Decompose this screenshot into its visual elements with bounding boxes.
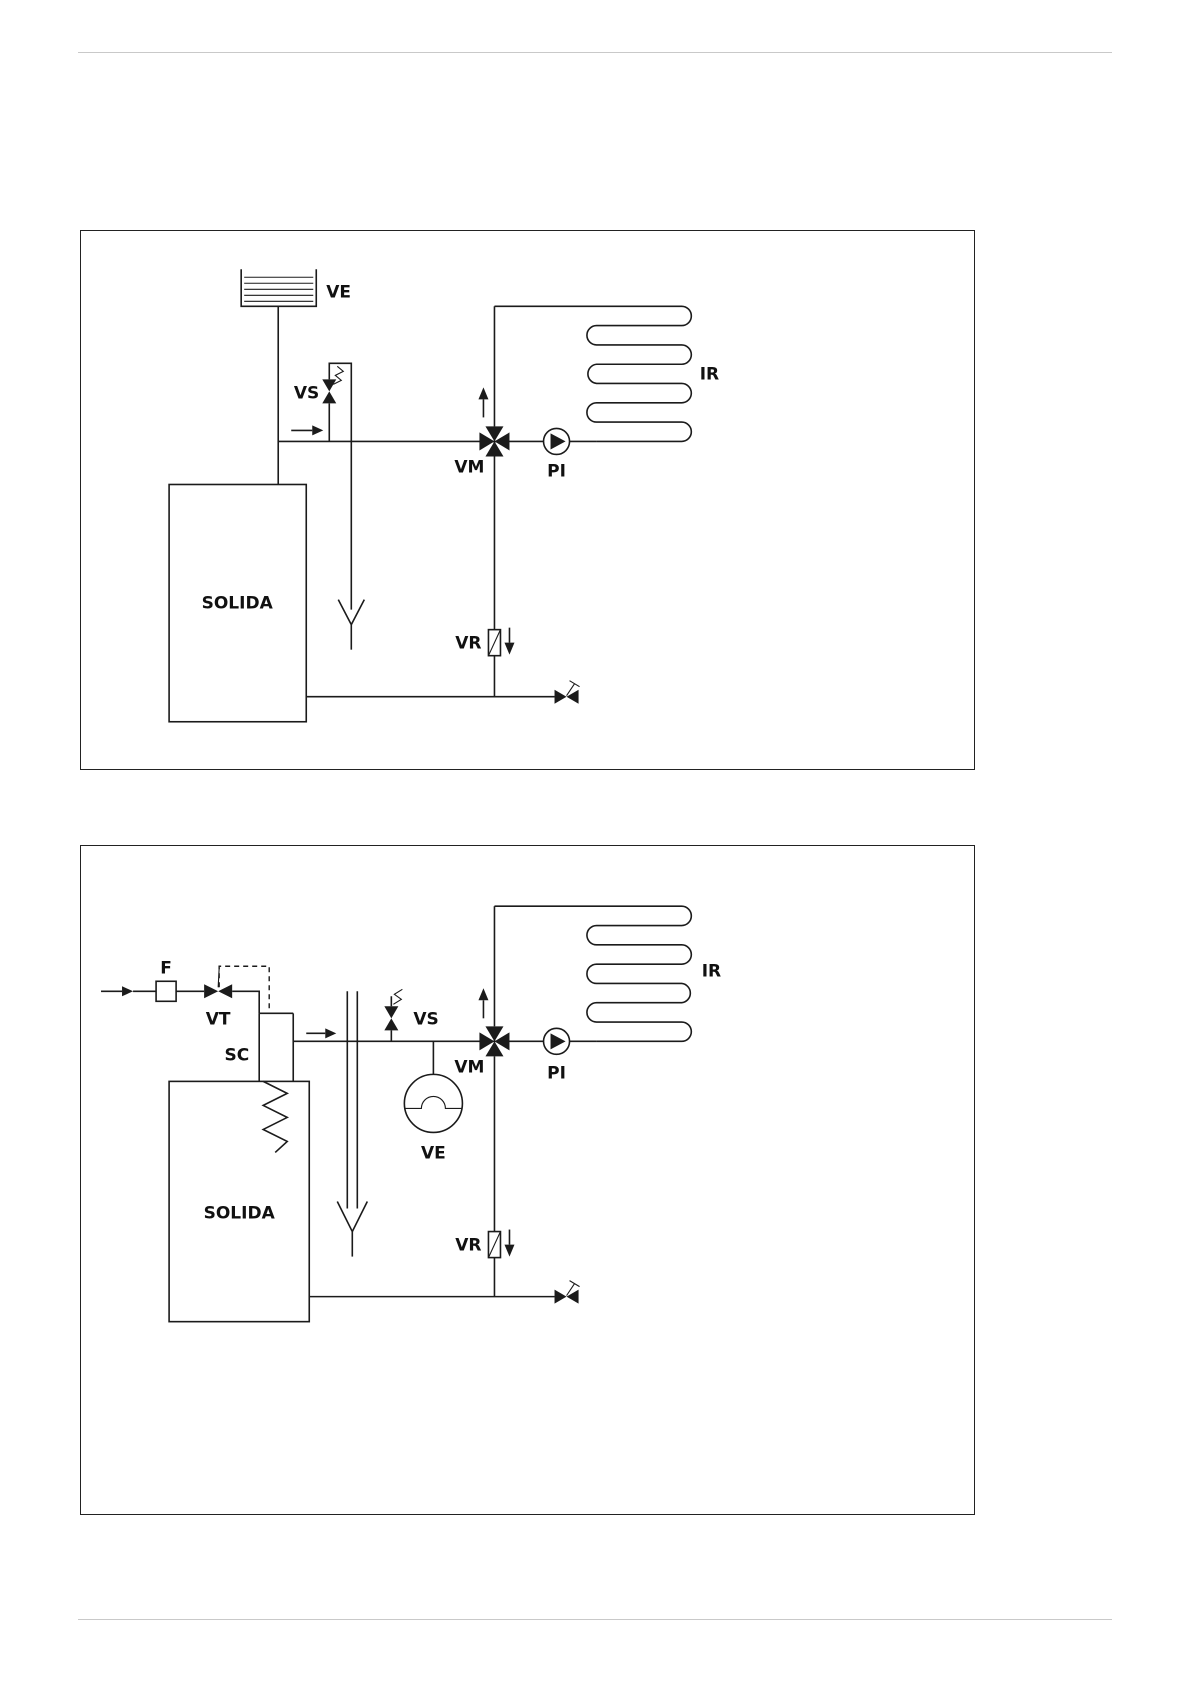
safety-heat-exchanger: SC <box>224 1012 295 1154</box>
up-arrow <box>478 988 489 1019</box>
down-arrow <box>504 1229 515 1257</box>
drain-valve <box>554 1280 580 1304</box>
flow-arrow <box>291 425 324 436</box>
check-valve: VR <box>455 628 502 657</box>
diagram-closed-vessel-system: SOLIDA F VT SC <box>80 845 975 1515</box>
boiler-label: SOLIDA <box>204 1204 276 1224</box>
vm-label: VM <box>454 457 484 477</box>
f-label: F <box>160 958 172 978</box>
ve-label: VE <box>421 1143 446 1163</box>
diagram-2-canvas: SOLIDA F VT SC <box>101 905 721 1323</box>
pi-label: PI <box>547 1063 566 1083</box>
ir-label: IR <box>700 364 719 384</box>
vt-label: VT <box>206 1009 231 1029</box>
bottom-divider <box>78 1619 1112 1620</box>
discharge-funnel <box>336 991 369 1257</box>
diagram-1-canvas: SOLIDA VE VS <box>168 269 719 723</box>
vr-label: VR <box>455 634 481 654</box>
filter: F <box>155 958 205 1003</box>
open-expansion-vessel: VE <box>240 269 351 308</box>
boiler-label: SOLIDA <box>202 594 274 614</box>
ir-label: IR <box>702 961 721 981</box>
feed-arrow <box>101 986 157 997</box>
diagram-open-vessel-system: SOLIDA VE VS <box>80 230 975 770</box>
radiator-coil: IR <box>494 305 719 443</box>
mixing-valve: VM <box>454 1026 510 1077</box>
ve-label: VE <box>326 282 351 302</box>
thermal-valve: VT <box>204 965 270 1029</box>
sc-label: SC <box>224 1045 249 1065</box>
vs-label: VS <box>294 383 319 403</box>
pi-label: PI <box>547 461 566 481</box>
down-arrow <box>504 627 515 655</box>
vm-label: VM <box>454 1057 484 1077</box>
top-divider <box>78 52 1112 53</box>
discharge-funnel <box>337 599 366 650</box>
pump: PI <box>542 1027 571 1083</box>
pump: PI <box>542 427 571 481</box>
closed-expansion-vessel: VE <box>403 1041 464 1163</box>
check-valve: VR <box>455 1230 502 1259</box>
flow-arrow <box>306 1028 337 1039</box>
safety-valve: VS <box>294 362 353 610</box>
vr-label: VR <box>455 1236 481 1256</box>
mixing-valve: VM <box>454 426 510 477</box>
up-arrow <box>478 387 489 418</box>
boiler: SOLIDA <box>168 1080 311 1323</box>
drain-valve <box>554 680 580 704</box>
vs-label: VS <box>413 1009 438 1029</box>
pipes <box>277 306 597 698</box>
safety-valve: VS <box>384 988 439 1042</box>
radiator-coil: IR <box>494 905 721 1043</box>
boiler: SOLIDA <box>168 483 308 723</box>
